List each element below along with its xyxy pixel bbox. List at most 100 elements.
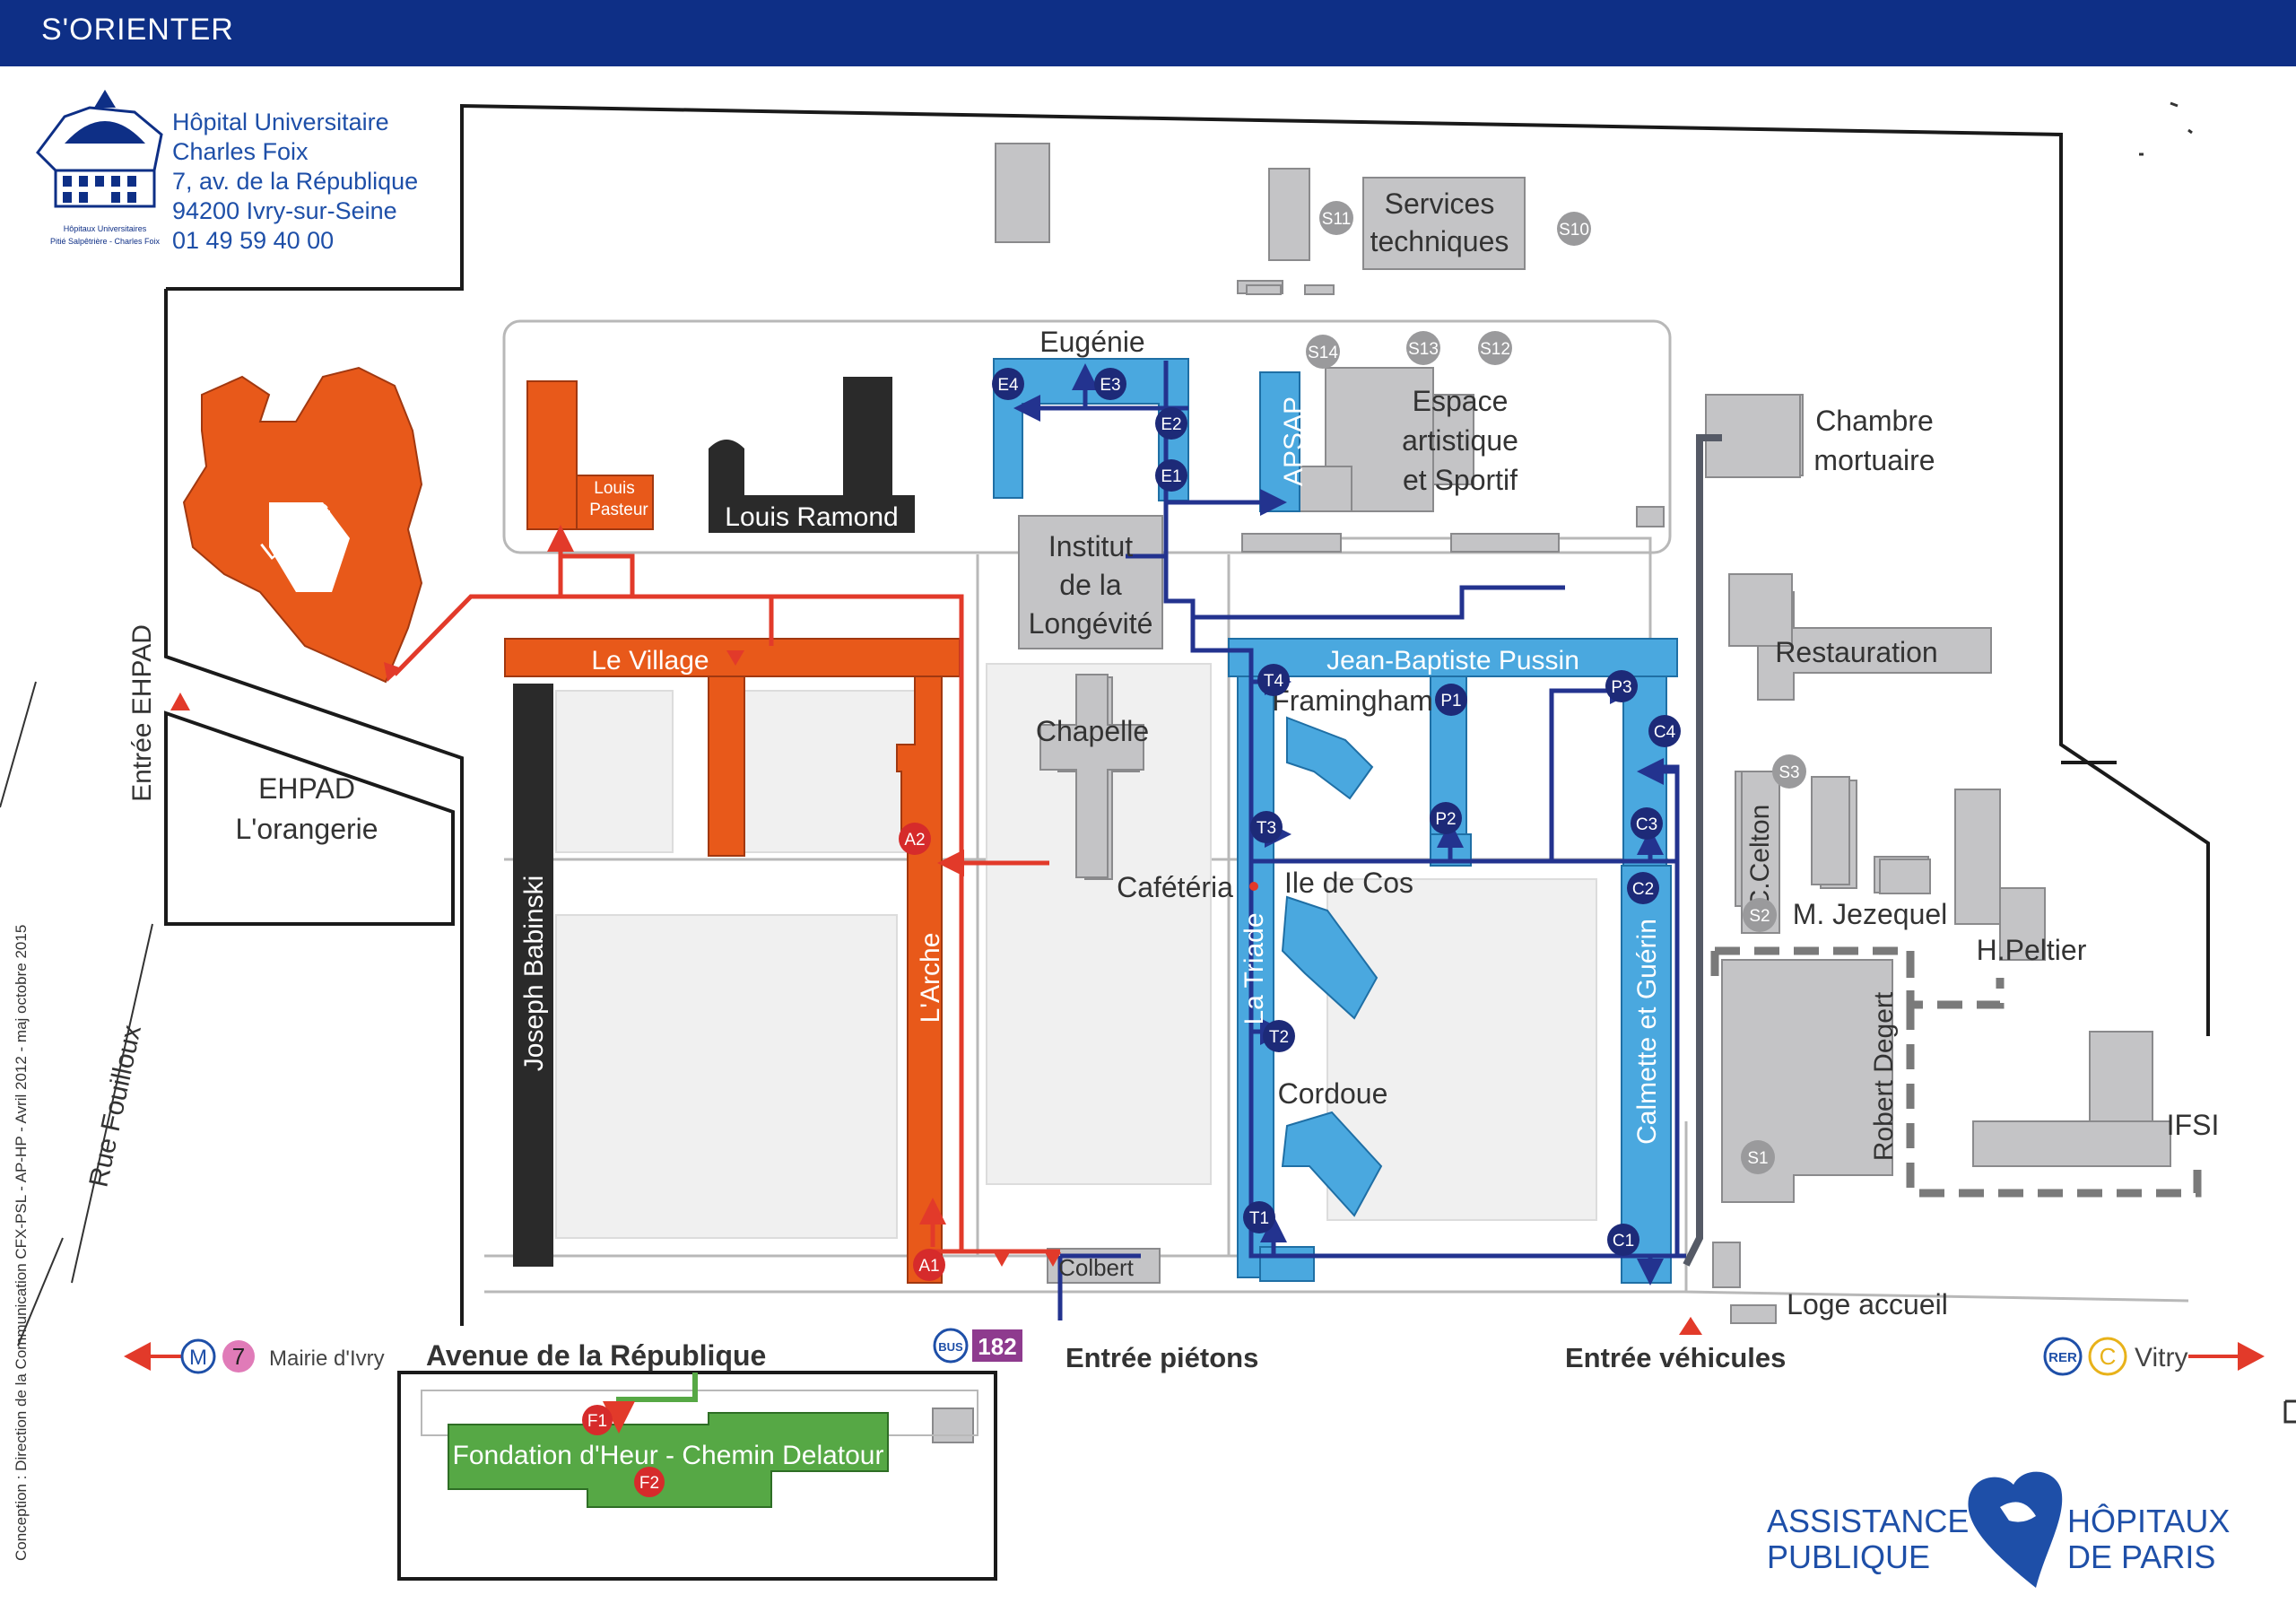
marker-e2: E2 (1161, 415, 1181, 434)
red-route (393, 525, 1060, 1254)
services-label-1: Services (1385, 187, 1495, 220)
loge-label: Loge accueil (1787, 1288, 1948, 1320)
marker-p1: P1 (1440, 692, 1461, 710)
marker-s12: S12 (1480, 340, 1510, 359)
entree-vehicules-arrow-icon (1679, 1317, 1702, 1335)
colbert-label: Colbert (1058, 1254, 1135, 1281)
marker-t3: T3 (1257, 819, 1276, 838)
rue-fouilloux-road (0, 681, 153, 1346)
metro-icon (180, 1338, 216, 1374)
hospital-address: Hôpital Universitaire Charles Foix 7, av… (172, 109, 418, 254)
calmette-label: Calmette et Guérin (1632, 919, 1662, 1145)
marker-f2: F2 (639, 1474, 659, 1493)
dashed-path-degert (1710, 951, 1915, 996)
ehpad-label-1: EHPAD (258, 772, 355, 805)
chambre-label-1: Chambre (1815, 405, 1934, 437)
aphp-line2-left: PUBLIQUE (1767, 1538, 1930, 1575)
triade-label: La Triade (1239, 912, 1269, 1024)
aphp-line2-right: DE PARIS (2067, 1538, 2215, 1575)
marker-c3: C3 (1636, 815, 1657, 834)
espace-label-3: et Sportif (1403, 464, 1518, 496)
marker-t4: T4 (1264, 672, 1284, 691)
eugenie-label: Eugénie (1039, 326, 1144, 358)
aphp-logo: ASSISTANCE PUBLIQUE HÔPITAUX DE PARIS (1767, 1471, 2230, 1588)
aphp-line1-right: HÔPITAUX (2067, 1503, 2230, 1539)
marker-e3: E3 (1100, 376, 1120, 395)
page-title: S'ORIENTER (41, 13, 234, 47)
framingham-label: Framingham (1272, 684, 1433, 717)
bus-line: 182 (978, 1333, 1016, 1360)
aphp-line1-left: ASSISTANCE (1767, 1503, 1969, 1539)
chambre-label-2: mortuaire (1813, 444, 1935, 476)
left-arrow-icon (124, 1342, 151, 1371)
village-label: Le Village (591, 646, 709, 675)
arche-label: L'Arche (916, 933, 945, 1024)
hospital-name-1: Hôpital Universitaire (172, 109, 389, 135)
metro-station: Mairie d'Ivry (269, 1346, 385, 1371)
gray-markers: S11 S10 S14 S13 S12 S3 S2 S1 (1306, 201, 1806, 1174)
bus-icon (933, 1328, 969, 1364)
right-arrow-icon (2238, 1342, 2265, 1371)
louis-pasteur-label-2: Pasteur (589, 501, 648, 519)
avenue-label: Avenue de la République (426, 1339, 766, 1372)
gray-foreground-buildings (1018, 394, 1931, 934)
celton-label: C.Celton (1745, 805, 1775, 910)
espace-label-1: Espace (1413, 385, 1509, 417)
heart-icon (1968, 1471, 2063, 1588)
rer-line: C (2100, 1343, 2117, 1370)
entree-ehpad-label: Entrée EHPAD (127, 624, 157, 802)
marker-s13: S13 (1408, 340, 1439, 359)
orbe-courtyard (269, 502, 350, 592)
marker-c2: C2 (1632, 880, 1654, 899)
louis-ramond-label: Louis Ramond (725, 502, 898, 532)
restauration-label: Restauration (1775, 636, 1937, 668)
vehicle-route (1683, 434, 1722, 1267)
peltier-label: H.Peltier (1977, 934, 2087, 966)
services-label-2: techniques (1370, 225, 1509, 257)
corner-marks (2139, 101, 2296, 1424)
bird-icon (2000, 1502, 2036, 1522)
rue-fouilloux-label: Rue Fouilloux (83, 1023, 146, 1190)
entree-pietons-label: Entrée piétons (1065, 1342, 1258, 1373)
ifsi-label: IFSI (2167, 1109, 2220, 1141)
cafeteria-label: Cafétéria (1117, 871, 1233, 903)
marker-a2: A2 (904, 831, 925, 850)
metro-symbol: M (189, 1346, 207, 1370)
hospital-phone: 01 49 59 40 00 (172, 227, 334, 254)
babinski-label: Joseph Babinski (519, 876, 549, 1071)
rer-station: Vitry (2135, 1343, 2187, 1373)
rer-symbol: RER (2048, 1350, 2077, 1365)
marker-c4: C4 (1654, 723, 1676, 742)
title-banner: S'ORIENTER (0, 0, 2296, 66)
espace-label-2: artistique (1402, 424, 1518, 457)
marker-s1: S1 (1747, 1149, 1768, 1168)
marker-t1: T1 (1249, 1209, 1269, 1228)
ehpad-label-2: L'orangerie (235, 813, 378, 845)
marker-s11: S11 (1322, 210, 1351, 229)
dashed-path (1715, 946, 2202, 1198)
blue-buildings (993, 358, 1678, 1284)
bus-symbol: BUS (938, 1340, 963, 1354)
hospital-name-2: Charles Foix (172, 138, 309, 165)
marker-t2: T2 (1269, 1028, 1289, 1047)
marker-s2: S2 (1749, 907, 1770, 926)
marker-s14: S14 (1308, 344, 1338, 362)
logo-caption-2: Pitié Salpêtrière - Charles Foix (50, 237, 161, 246)
blue-route (1013, 361, 1686, 1320)
bus-line-badge (972, 1329, 1022, 1362)
institut-label-2: de la (1059, 569, 1122, 601)
logo-caption-1: Hôpitaux Universitaires (64, 224, 147, 233)
marker-c1: C1 (1613, 1232, 1634, 1251)
hospital-address-2: 94200 Ivry-sur-Seine (172, 197, 397, 224)
jbp-label: Jean-Baptiste Pussin (1326, 646, 1579, 675)
navy-markers: E4 E3 E2 E1 T4 T3 T2 T1 P1 P2 P3 C4 C3 C… (992, 368, 1681, 1256)
site-boundary (164, 103, 2210, 1326)
green-route (603, 1373, 698, 1434)
marker-p2: P2 (1435, 810, 1456, 829)
chapelle-label: Chapelle (1036, 715, 1149, 747)
black-buildings (513, 377, 915, 1267)
apsap-label: APSAP (1279, 397, 1309, 486)
rer-icon (2043, 1337, 2083, 1376)
marker-a1: A1 (918, 1257, 939, 1276)
